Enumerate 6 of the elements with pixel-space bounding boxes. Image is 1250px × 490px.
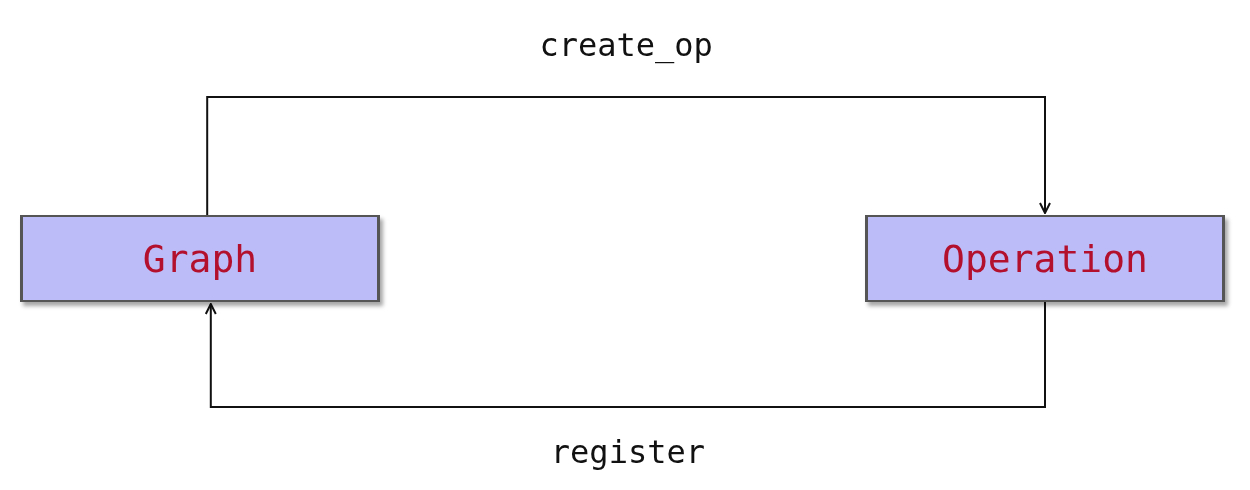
node-label: Operation xyxy=(942,236,1148,281)
connector-arrow xyxy=(206,96,1051,216)
node-label: Graph xyxy=(142,236,258,281)
connector-arrow xyxy=(204,301,1046,408)
process-box xyxy=(20,215,380,302)
process-box xyxy=(865,215,1225,302)
